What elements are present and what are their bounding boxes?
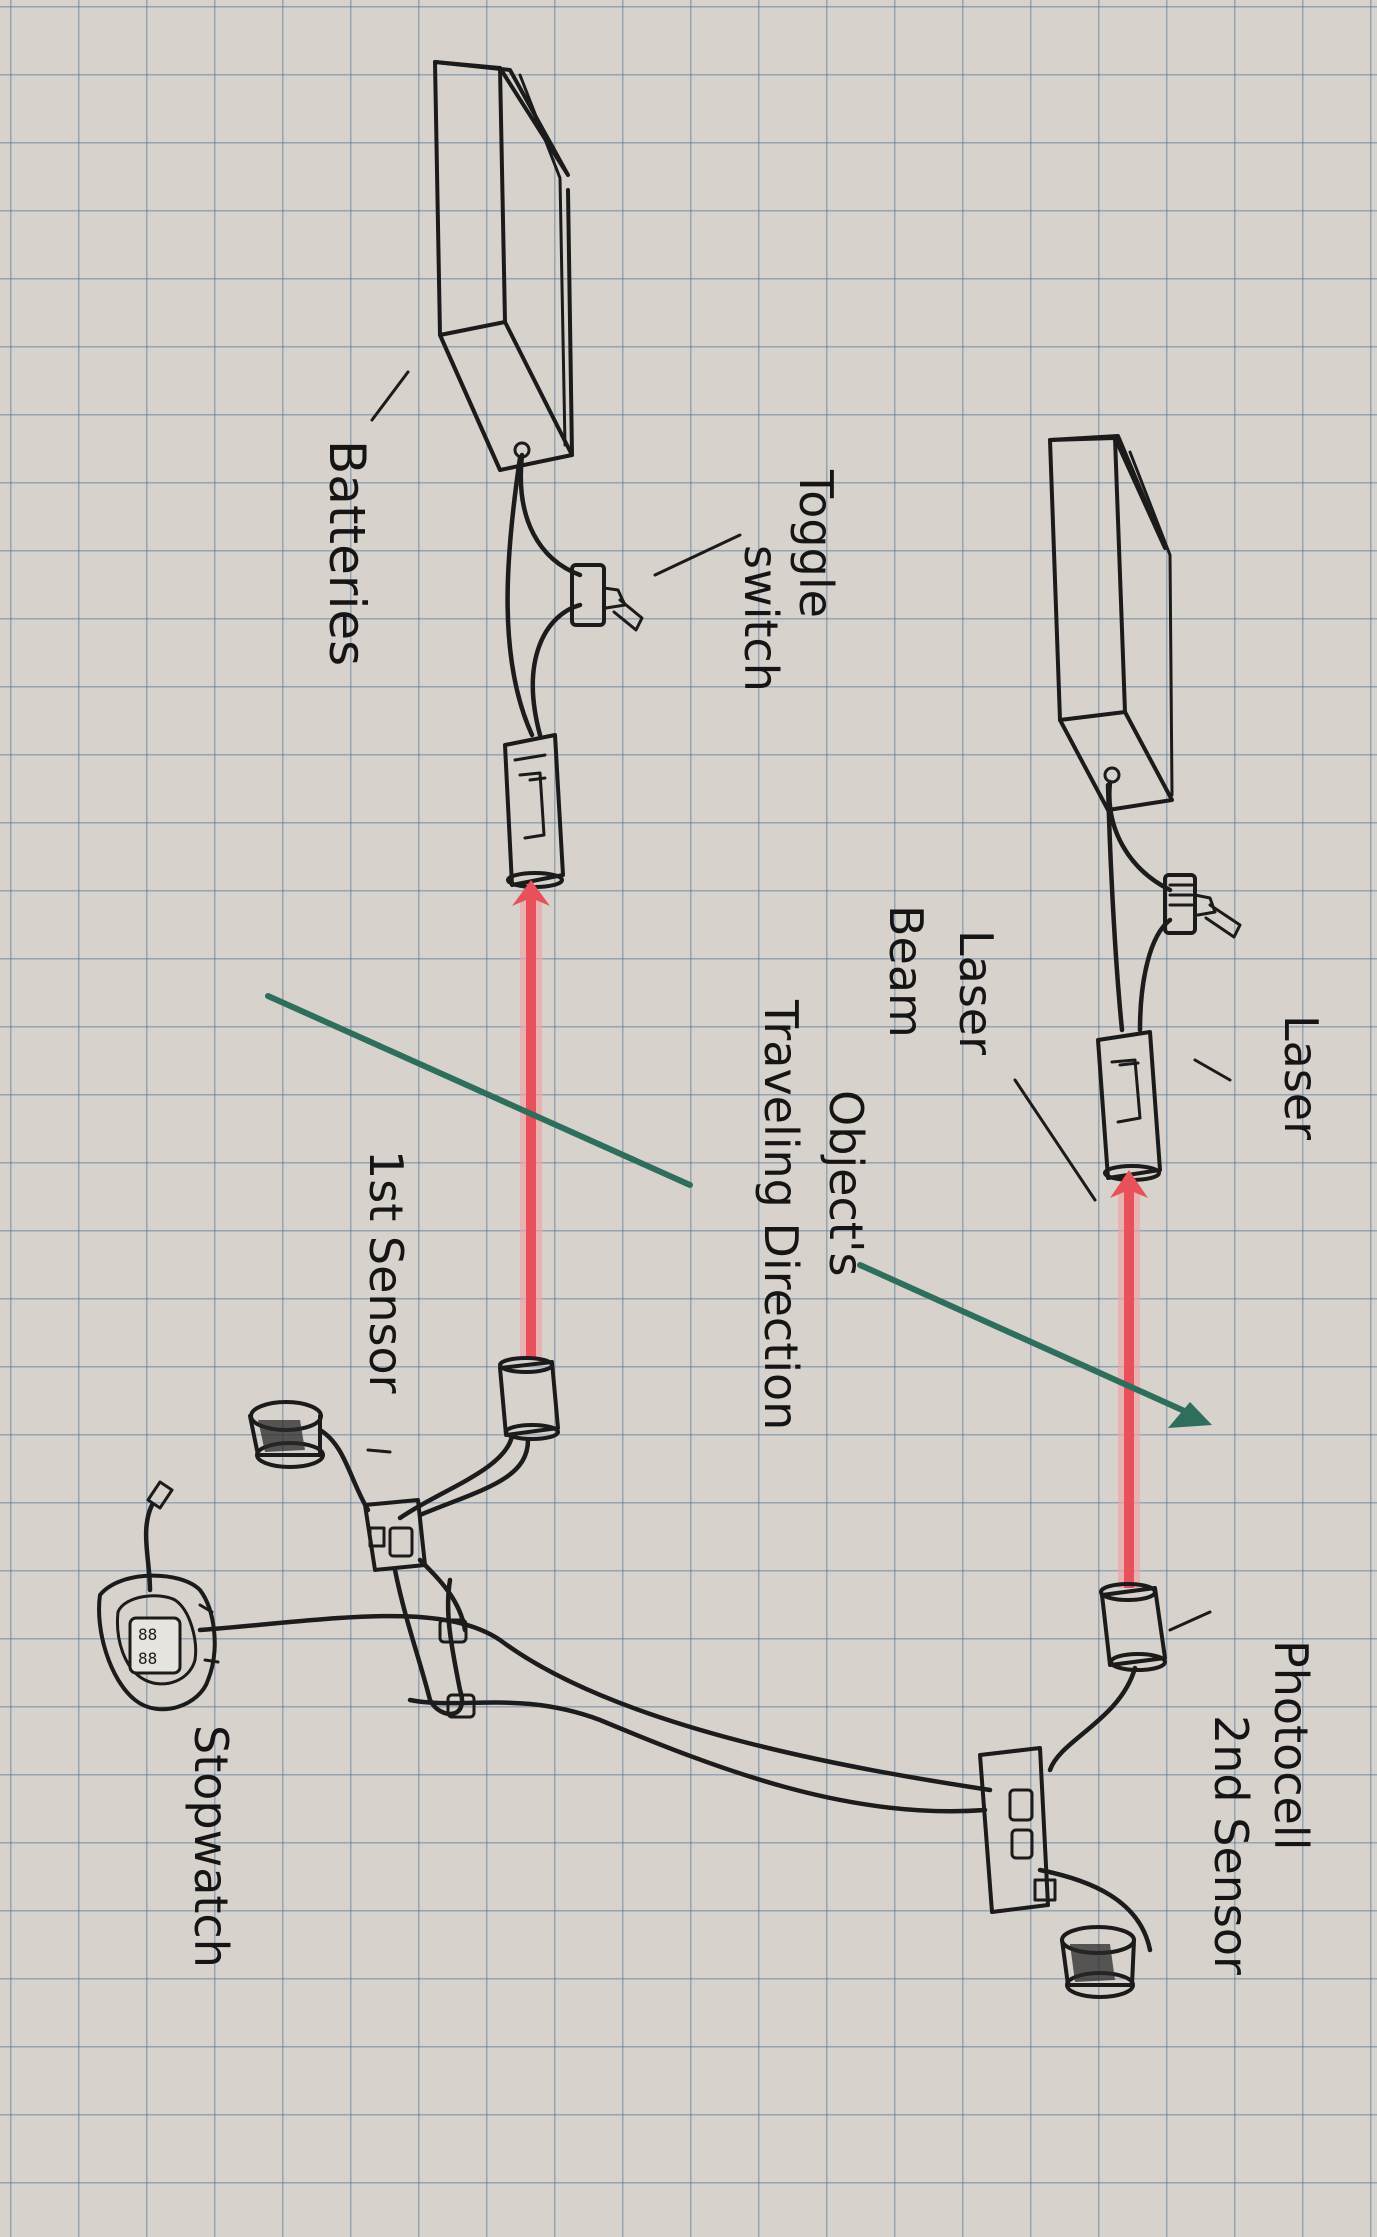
laser-pointer [1193,1058,1232,1082]
sensor-circuit-2 [978,1665,1153,1999]
laser-beam-pointer [1013,1078,1097,1202]
photocell-label: Photocell [1264,1640,1318,1850]
wire-battery-switch-1 [518,452,583,578]
battery-box-1 [433,60,574,472]
stopwatch-icon: 88 88 [97,1480,220,1712]
wire-junction-1 [438,1618,468,1644]
laser-label: Laser [1274,1015,1328,1140]
photocell-1 [498,1356,560,1441]
first-sensor-label: 1st Sensor [359,1150,413,1394]
svg-text:88: 88 [138,1649,157,1668]
wire-battery-laser-1 [505,455,535,738]
traveling-direction-label: Traveling Direction [754,999,808,1430]
laser-beam-1 [512,880,550,1360]
batteries-pointer [370,370,410,422]
laser-beam-label-line2: Beam [879,905,933,1038]
svg-text:88: 88 [138,1625,157,1644]
wire-junction-2 [446,1693,476,1719]
wire-sensor2-stopwatch-a [197,1613,993,1793]
switch-label: switch [734,545,788,692]
wire-battery-laser-2 [1105,782,1125,1033]
wire-switch-laser-2 [1137,917,1173,1033]
wire-switch-laser-1 [530,602,583,738]
traveling-direction-arrow [265,993,1212,1428]
wire-sensor1-stopwatch [392,1567,465,1717]
toggle-switch-1 [570,563,644,632]
sensor-circuit-1 [248,1400,531,1572]
photocell-pointer [1168,1610,1212,1632]
objects-label: Object's [819,1090,873,1276]
batteries-label: Batteries [318,440,376,666]
toggle-switch-pointer [653,533,742,577]
second-sensor-label: 2nd Sensor [1204,1715,1258,1975]
stopwatch-label: Stopwatch [184,1725,238,1968]
toggle-switch-2 [1163,873,1242,939]
wire-battery-switch-2 [1107,779,1173,893]
battery-box-2 [1048,434,1174,812]
laser-emitter-2 [1096,1030,1162,1182]
first-sensor-pointer [366,1448,392,1454]
laser-beam-label-line1: Laser [949,930,1003,1055]
wire-sensor2-stopwatch-b [407,1697,988,1814]
toggle-label: Toggle [789,469,843,618]
photocell-2 [1099,1582,1167,1672]
laser-emitter-1 [503,733,565,889]
